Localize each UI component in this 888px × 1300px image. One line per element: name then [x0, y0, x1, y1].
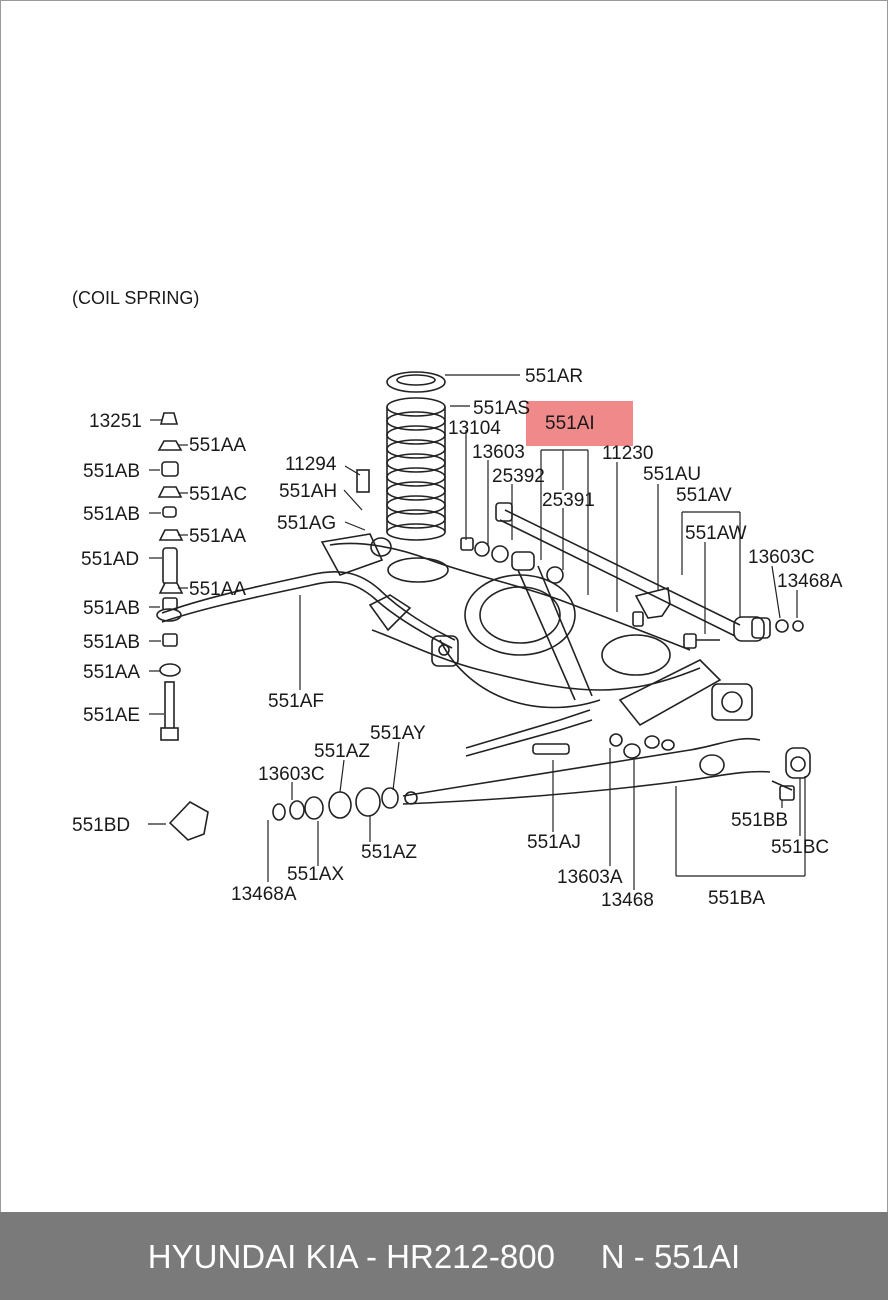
part-label-551AA: 551AA: [189, 579, 246, 600]
part-label-551AA: 551AA: [189, 435, 246, 456]
part-label-551AE: 551AE: [83, 705, 140, 726]
part-label-551AY: 551AY: [370, 723, 426, 744]
part-label-551BB: 551BB: [731, 810, 788, 831]
part-label-551BC: 551BC: [771, 837, 829, 858]
part-label-551AZ: 551AZ: [361, 842, 417, 863]
part-label-551AB: 551AB: [83, 598, 140, 619]
part-label-551AZ: 551AZ: [314, 741, 370, 762]
part-label-11230: 11230: [602, 443, 653, 464]
part-label-551AU: 551AU: [643, 464, 701, 485]
part-label-551AV: 551AV: [676, 485, 732, 506]
highlight-box: [526, 401, 633, 446]
part-label-551AA: 551AA: [189, 526, 246, 547]
part-label-551AC: 551AC: [189, 484, 247, 505]
footer-part-number: HYUNDAI KIA - HR212-800 N - 551AI: [147, 1238, 741, 1275]
part-label-551AR: 551AR: [525, 366, 583, 387]
part-label-551AX: 551AX: [287, 864, 344, 885]
part-label-551AB: 551AB: [83, 461, 140, 482]
coil-spring-drawing: [386, 371, 446, 541]
part-label-11294: 11294: [285, 454, 337, 475]
part-label-551AG: 551AG: [277, 513, 336, 534]
part-label-551AB: 551AB: [83, 504, 140, 525]
part-label-551AF: 551AF: [268, 691, 324, 712]
part-label-551AH: 551AH: [279, 481, 337, 502]
part-label-551AI-highlighted: 551AI: [545, 413, 595, 434]
part-label-13468: 13468: [601, 890, 654, 911]
part-label-551AW: 551AW: [685, 523, 747, 544]
part-label-13104: 13104: [448, 418, 501, 439]
part-label-551AS: 551AS: [473, 398, 530, 419]
part-label-551AA: 551AA: [83, 662, 140, 683]
leader-lines: [148, 374, 806, 890]
part-label-551AJ: 551AJ: [527, 832, 581, 853]
part-label-551BD: 551BD: [72, 815, 130, 836]
left-stacked-parts-drawing: [156, 412, 184, 741]
part-label-25392: 25392: [492, 466, 545, 487]
part-label-13603C: 13603C: [258, 764, 325, 785]
diagram-heading: (COIL SPRING): [72, 288, 199, 308]
part-label-551BA: 551BA: [708, 888, 765, 909]
rear-suspension-diagram: (COIL SPRING) 13251 551AA 551AB 551AC 55…: [72, 288, 843, 911]
part-label-13603: 13603: [472, 442, 525, 463]
part-label-13251: 13251: [89, 411, 142, 432]
part-label-13603A: 13603A: [557, 867, 623, 888]
part-label-25391: 25391: [542, 490, 595, 511]
part-label-551AB: 551AB: [83, 632, 140, 653]
part-label-13468A: 13468A: [777, 571, 843, 592]
part-label-13603C: 13603C: [748, 547, 815, 568]
part-label-13468A: 13468A: [231, 884, 297, 905]
axle-and-arms-drawing: [161, 469, 811, 841]
footer-bar: [0, 1212, 888, 1300]
part-label-551AD: 551AD: [81, 549, 139, 570]
